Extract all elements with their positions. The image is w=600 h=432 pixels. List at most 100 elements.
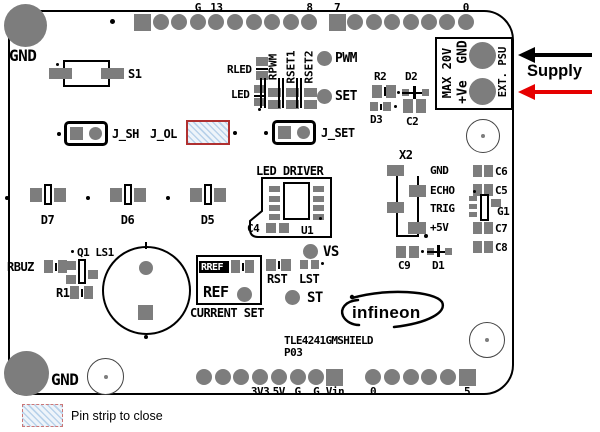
c9-label: C9 bbox=[398, 259, 411, 272]
led-pad bbox=[254, 98, 264, 106]
x2-label: X2 bbox=[399, 148, 413, 162]
led-pad bbox=[254, 85, 264, 93]
d3-label: D3 bbox=[370, 113, 383, 126]
rset1-pad bbox=[286, 100, 299, 109]
vs-testpoint bbox=[303, 244, 318, 259]
header-pin-pad bbox=[440, 369, 457, 385]
header-pin-pad bbox=[196, 369, 212, 385]
header-pin-pad bbox=[171, 14, 188, 30]
d3-bar bbox=[379, 104, 382, 110]
header-pin-label: 5 bbox=[463, 385, 471, 398]
header-pin-label: 8 bbox=[306, 1, 313, 14]
fiducial-dot bbox=[86, 196, 90, 200]
header-pin-pad bbox=[208, 14, 225, 30]
c7-pad bbox=[473, 222, 482, 234]
x2-pin-echo-label: ECHO bbox=[430, 184, 455, 197]
header-pin-pad bbox=[214, 369, 231, 385]
g1-pad bbox=[469, 212, 477, 217]
fiducial-dot bbox=[258, 108, 261, 111]
header-pin-pad bbox=[347, 14, 364, 30]
u1-pin-pad bbox=[313, 196, 324, 202]
rbuz-pad bbox=[58, 260, 67, 273]
x2-pin-trig-label: TRIG bbox=[430, 202, 455, 215]
d6-body bbox=[124, 184, 132, 205]
j-set-pin-round bbox=[297, 126, 310, 139]
header-pin-label: 5V bbox=[272, 385, 286, 398]
supply-gnd-terminal-pad bbox=[469, 42, 496, 69]
c6-label: C6 bbox=[495, 165, 508, 178]
header-pin-label: 13 bbox=[210, 1, 223, 14]
d7-pad bbox=[54, 188, 66, 202]
header-pin-pad bbox=[439, 14, 456, 30]
rpwm-bar bbox=[264, 78, 266, 108]
ref-testpoint bbox=[237, 287, 252, 302]
c5-pad bbox=[473, 184, 482, 196]
header-pin-pad bbox=[301, 14, 318, 30]
rset2-pad bbox=[304, 88, 317, 97]
j-ol-label: J_OL bbox=[150, 127, 177, 141]
header-pin-pad bbox=[383, 369, 400, 385]
x2-pad bbox=[387, 165, 404, 176]
gnd-pad-bottom-left bbox=[4, 351, 49, 396]
header-pin-label: G bbox=[194, 1, 202, 14]
x2-pin-gnd-label: GND bbox=[430, 164, 449, 177]
header-pin-pad bbox=[252, 369, 269, 385]
header-pin-pad bbox=[289, 369, 306, 385]
set-testpoint bbox=[317, 89, 332, 104]
r2-label: R2 bbox=[374, 70, 387, 83]
header-pin-pad bbox=[189, 14, 206, 30]
fiducial-dot bbox=[5, 196, 9, 200]
r2-pad bbox=[386, 85, 396, 98]
header-pin-pad bbox=[308, 369, 325, 385]
g1-pad bbox=[469, 196, 477, 201]
d6-pad bbox=[110, 188, 122, 202]
ls1-buzzer-outline bbox=[102, 246, 191, 335]
mounting-hole-center bbox=[104, 375, 108, 379]
lst-pad bbox=[311, 260, 319, 269]
rbuz-bar bbox=[54, 263, 57, 271]
c4-pad bbox=[266, 223, 276, 233]
header-pin-pad bbox=[328, 13, 346, 31]
current-set-outline bbox=[196, 255, 262, 305]
x2-pad bbox=[387, 202, 404, 213]
current-set-label: CURRENT SET bbox=[190, 306, 264, 320]
rst-pad bbox=[281, 259, 291, 271]
fiducial-dot bbox=[264, 131, 268, 135]
fiducial-dot bbox=[57, 132, 61, 136]
rled-pad bbox=[256, 57, 268, 66]
rbuz-pad bbox=[44, 260, 53, 273]
header-pin-label: G bbox=[313, 385, 320, 398]
rpwm-label: RPWM bbox=[266, 53, 280, 81]
gnd-pad-top-left bbox=[4, 4, 47, 47]
u1-pin-pad bbox=[269, 196, 280, 202]
vs-label: VS bbox=[323, 244, 339, 260]
lst-label: LST bbox=[299, 272, 320, 286]
d7-pad bbox=[30, 188, 42, 202]
fiducial-dot bbox=[166, 196, 170, 200]
psu-arrow-black-shaft bbox=[533, 53, 592, 57]
u1-pin-pad bbox=[313, 214, 324, 220]
u1-pin-pad bbox=[269, 186, 280, 192]
s1-pad bbox=[49, 68, 72, 79]
header-pin-label: 0 bbox=[462, 1, 470, 14]
fiducial-dot bbox=[421, 250, 424, 253]
j-sh-pin-square bbox=[70, 127, 83, 140]
j-sh-label: J_SH bbox=[112, 127, 139, 141]
header-pin-pad bbox=[402, 369, 419, 385]
rref-label-chip bbox=[199, 261, 229, 273]
c2-pad bbox=[416, 99, 426, 113]
fiducial-dot bbox=[56, 63, 59, 66]
fiducial-dot bbox=[397, 91, 400, 94]
u1-pin-pad bbox=[313, 186, 324, 192]
d5-pad bbox=[190, 188, 202, 202]
header-pin-pad bbox=[365, 14, 382, 30]
r2-pad bbox=[372, 85, 382, 98]
board-revision: P03 bbox=[284, 346, 303, 359]
supply-source-label: EXT. PSU bbox=[496, 46, 509, 98]
rbuz-label: RBUZ bbox=[7, 260, 34, 274]
rset1-pad bbox=[286, 88, 299, 97]
ls1-negative-pad bbox=[138, 305, 153, 320]
supply-max-rating: MAX 20V bbox=[440, 47, 454, 99]
u1-ic-body bbox=[283, 182, 310, 220]
r1-label: R1 bbox=[56, 286, 70, 300]
